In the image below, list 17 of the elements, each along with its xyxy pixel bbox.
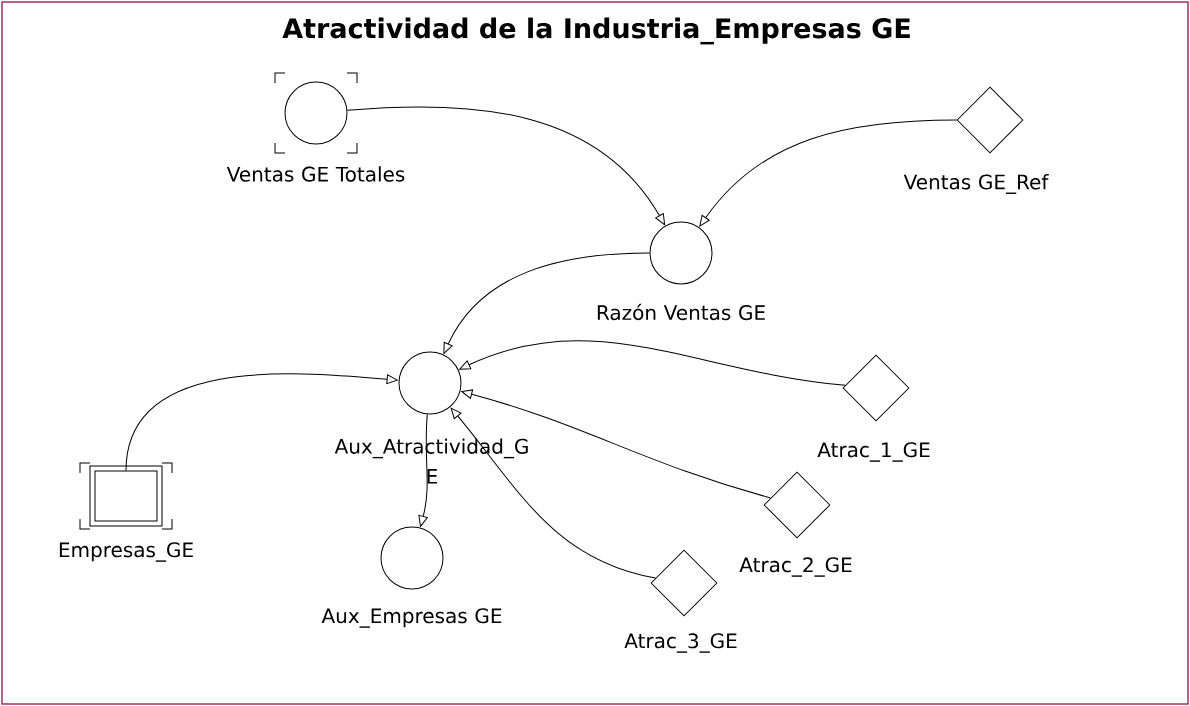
arrow <box>461 389 772 499</box>
node-label: Ventas GE Totales <box>226 166 405 182</box>
arrow <box>125 373 398 471</box>
node-label: Atrac_1_GE <box>817 442 930 462</box>
title: Atractividad de la Industria_Empresas GE <box>282 17 910 45</box>
arrow <box>346 106 666 226</box>
arrow <box>450 407 657 579</box>
node-label: Ventas GE_Ref <box>903 174 1049 194</box>
arrow <box>418 413 428 527</box>
node-label: Aux_Empresas GE <box>321 608 502 628</box>
node-label: Empresas_GE <box>59 542 193 562</box>
arrow <box>443 252 650 354</box>
node-label: Atrac_2_GE <box>739 557 852 577</box>
node-label: Atrac_3_GE <box>624 633 737 653</box>
arrow <box>459 340 846 386</box>
node-label: Razón Ventas GE <box>597 303 765 321</box>
arrow <box>699 119 957 227</box>
